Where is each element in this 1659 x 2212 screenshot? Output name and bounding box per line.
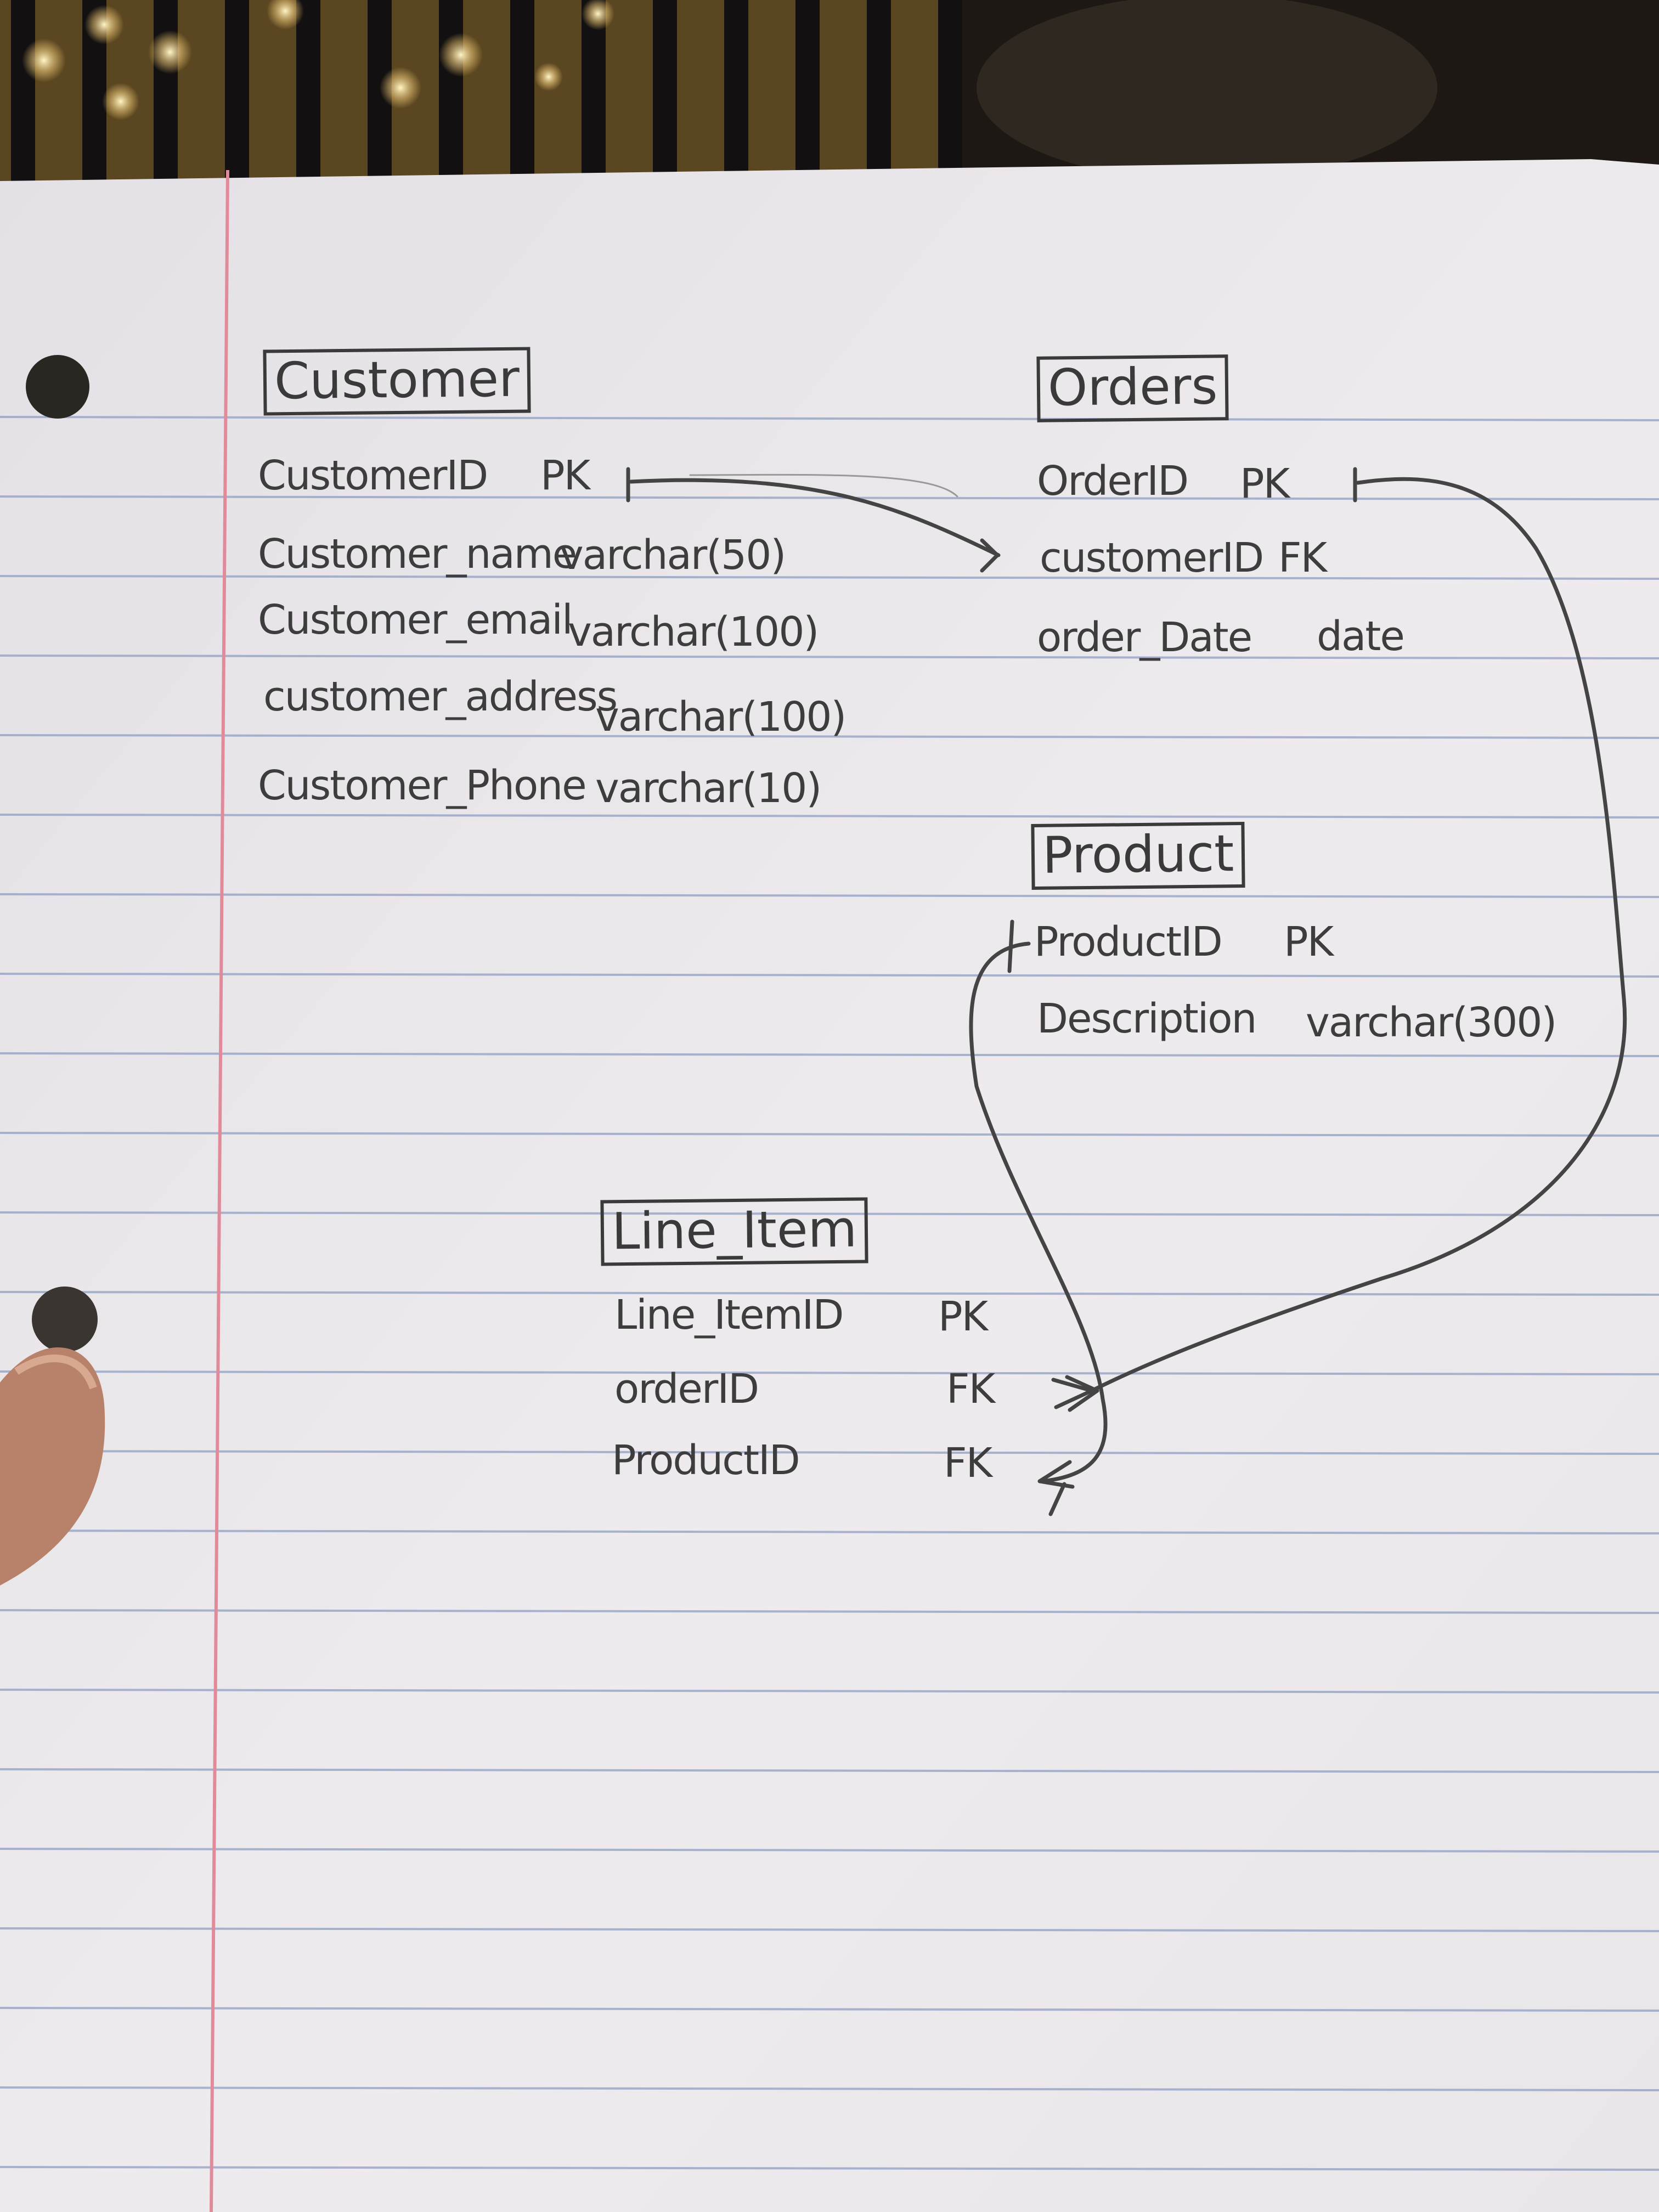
field-name: ProductID: [612, 1437, 800, 1484]
field-type: date: [1317, 613, 1405, 660]
field-name: ProductID: [1034, 918, 1223, 966]
field-name: Customer_Phone: [258, 762, 587, 809]
field-type: PK: [1240, 460, 1290, 507]
field-name: OrderID: [1037, 458, 1189, 505]
paper-sheet: [0, 159, 1659, 2212]
field-type: FK: [946, 1365, 995, 1413]
field-name: Line_ItemID: [614, 1291, 844, 1339]
punch-hole-middle: [32, 1286, 98, 1352]
field-type: varchar(100): [595, 693, 847, 741]
field-type: varchar(50): [560, 532, 786, 579]
field-type: varchar(100): [568, 608, 819, 656]
field-type: varchar(300): [1306, 999, 1557, 1046]
entity-title-customer: Customer: [263, 347, 531, 416]
relationship-orders-lineitem: [1051, 467, 1627, 1412]
relationship-customer-orders: [626, 467, 1001, 573]
field-type: PK: [540, 452, 590, 499]
field-name: Customer_email: [258, 596, 573, 644]
entity-title-line-item: Line_Item: [600, 1197, 868, 1266]
entity-title-product: Product: [1031, 821, 1245, 890]
punch-hole-top: [26, 355, 89, 419]
field-name: orderID: [614, 1365, 759, 1413]
field-type: FK: [944, 1440, 992, 1487]
field-type: PK: [938, 1293, 988, 1340]
field-name: customer_address: [263, 673, 618, 720]
relationship-product-lineitem: [969, 919, 1108, 1516]
field-type: FK: [1278, 534, 1327, 582]
field-name: customerID: [1040, 534, 1264, 582]
finger: [0, 1347, 105, 1585]
entity-title-orders: Orders: [1036, 354, 1229, 422]
ruled-lines: [0, 416, 1659, 2171]
field-type: PK: [1284, 918, 1334, 966]
field-type: varchar(10): [595, 765, 822, 812]
backdrop: [0, 0, 1659, 181]
field-name: Description: [1037, 995, 1257, 1042]
field-name: order_Date: [1037, 614, 1252, 661]
field-name: Customer_name: [258, 531, 577, 578]
margin-line: [210, 170, 229, 2212]
field-name: CustomerID: [258, 452, 488, 499]
